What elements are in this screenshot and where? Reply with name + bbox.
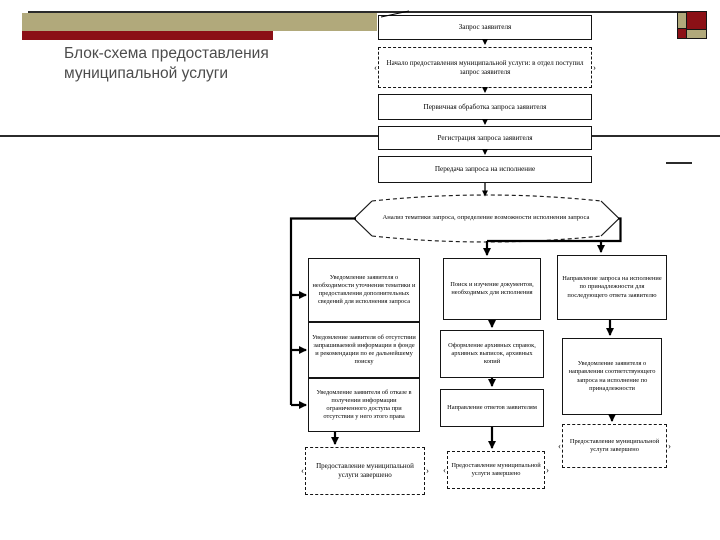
flow-box-label: Предоставление муниципальной услуги заве… xyxy=(569,437,660,453)
ornament-square-tan-bottom xyxy=(686,29,707,39)
flow-box-label: Предоставление муниципальной услуги заве… xyxy=(316,462,414,479)
flow-box-start: Начало предоставления муниципальной услу… xyxy=(378,47,592,88)
flow-box-label: Направление ответов заявителям xyxy=(447,403,537,411)
flow-decision-analysis: Анализ тематики запроса, определение воз… xyxy=(376,204,596,233)
flow-box-label: Поиск и изучение документов, необходимых… xyxy=(450,280,534,296)
flow-box-notify-refusal: Уведомление заявителя об отказе в получе… xyxy=(308,378,420,432)
flow-box-transfer: Передача запроса на исполнение xyxy=(378,156,592,183)
flow-box-label: Уведомление заявителя об отсутствии запр… xyxy=(312,333,416,366)
mid-rule-line xyxy=(0,135,720,137)
flow-box-primary-processing: Первичная обработка запроса заявителя xyxy=(378,94,592,120)
flow-terminator-left: Предоставление муниципальной услуги заве… xyxy=(305,447,425,495)
flow-terminator-middle: Предоставление муниципальной услуги заве… xyxy=(447,451,545,489)
corner-ornament xyxy=(677,11,708,41)
top-rule-line xyxy=(28,11,688,13)
flow-box-notify-forwarding: Уведомление заявителя о направлении соот… xyxy=(562,338,662,415)
flow-box-label: Направление запроса на исполнение по при… xyxy=(562,275,662,299)
flow-box-notify-clarify: Уведомление заявителя о необходимости ут… xyxy=(308,258,420,322)
tan-bar xyxy=(22,13,377,31)
flow-box-forward-request: Направление запроса на исполнение по при… xyxy=(557,255,667,320)
red-bar xyxy=(22,31,273,40)
flow-box-label: Анализ тематики запроса, определение воз… xyxy=(382,214,590,222)
flow-box-search-documents: Поиск и изучение документов, необходимых… xyxy=(443,258,541,320)
ornament-square-red-big xyxy=(686,11,707,30)
flow-terminator-right: Предоставление муниципальной услуги заве… xyxy=(562,424,667,468)
flow-box-prepare-certificates: Оформление архивных справок, архивных вы… xyxy=(440,330,544,378)
flow-box-label: Оформление архивных справок, архивных вы… xyxy=(448,341,536,366)
flow-box-label: Уведомление заявителя о направлении соот… xyxy=(568,360,656,392)
flow-box-label: Уведомление заявителя о необходимости ут… xyxy=(312,273,416,306)
page-title: Блок-схема предоставления муниципальной … xyxy=(64,45,269,82)
flow-box-label: Предоставление муниципальной услуги заве… xyxy=(451,461,541,477)
flow-box-label: Первичная обработка запроса заявителя xyxy=(423,102,547,111)
flow-box-send-answers: Направление ответов заявителям xyxy=(440,389,544,427)
flow-box-label: Передача запроса на исполнение xyxy=(434,165,536,173)
flow-box-request: Запрос заявителя xyxy=(378,15,592,40)
flow-box-registration: Регистрация запроса заявителя xyxy=(378,126,592,150)
flow-box-label: Запрос заявителя xyxy=(458,23,512,31)
flow-box-label: Уведомление заявителя об отказе в получе… xyxy=(316,388,412,421)
flow-box-label: Начало предоставления муниципальной услу… xyxy=(386,58,584,76)
flow-box-label: Регистрация запроса заявителя xyxy=(437,133,533,142)
flow-box-notify-absent: Уведомление заявителя об отсутствии запр… xyxy=(308,322,420,378)
right-dash-line xyxy=(666,162,692,164)
